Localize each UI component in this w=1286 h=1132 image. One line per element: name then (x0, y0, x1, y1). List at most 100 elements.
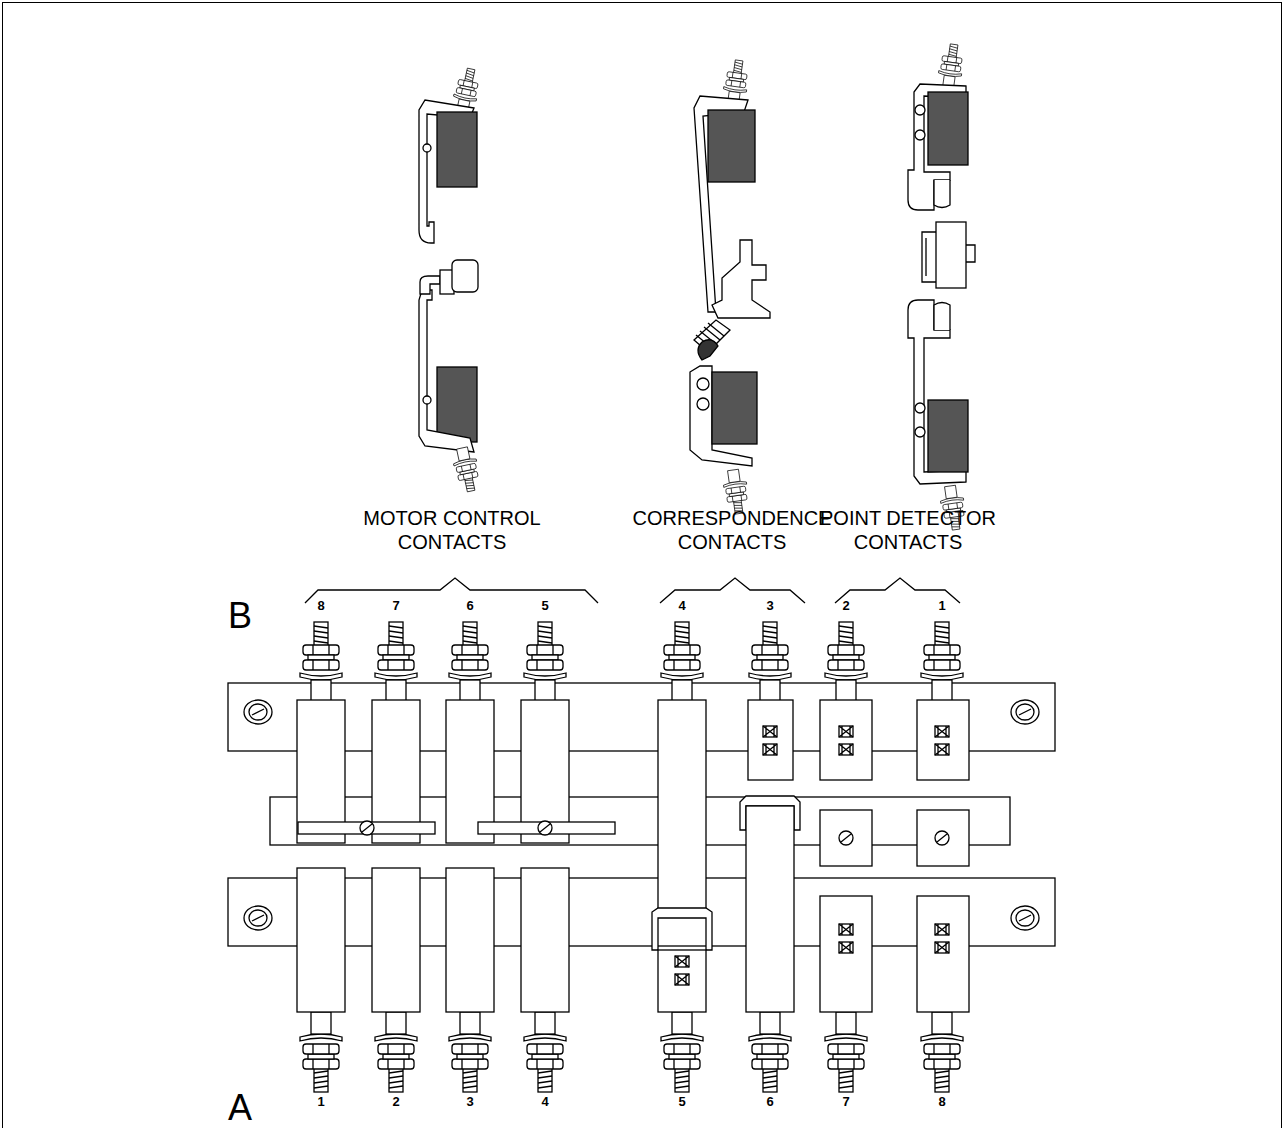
contact-strip (820, 896, 872, 1012)
motor-contact-side-view (420, 276, 440, 294)
point-detector-contact-side-view (934, 180, 950, 208)
terminal-stud (661, 622, 703, 702)
terminal-stud (300, 622, 342, 702)
contact-strip (917, 896, 969, 1012)
terminal-stud (449, 1012, 491, 1092)
motor-contact-side-view (419, 67, 482, 494)
view-letter: B (220, 594, 260, 638)
point-detector-contact-side-view (908, 43, 975, 531)
contact-strip (820, 700, 872, 780)
terminal-number: 7 (831, 1094, 861, 1110)
contact-strip (360, 821, 374, 835)
terminal-number: 5 (530, 598, 560, 614)
correspondence-contact-side-view (712, 240, 770, 318)
terminal-stud (375, 622, 417, 702)
contact-strip (935, 942, 949, 953)
terminal-number: 4 (667, 598, 697, 614)
contact-strip (839, 744, 853, 755)
point-detector-contact-side-view (922, 232, 975, 282)
contact-strip (763, 726, 777, 737)
correspondence-contact-side-view (697, 378, 709, 390)
contact-strip (521, 868, 569, 1012)
group-label: MOTOR CONTROL CONTACTS (332, 506, 572, 555)
mounting-frame (1011, 700, 1039, 724)
contact-strip (297, 868, 345, 1012)
contact-strip (839, 924, 853, 935)
contact-strip (478, 822, 615, 834)
terminal-stud (749, 622, 791, 702)
terminal-number: 4 (530, 1094, 560, 1110)
contact-strip (917, 700, 969, 780)
contact-strip (675, 956, 689, 967)
terminal-number: 8 (306, 598, 336, 614)
contact-strip (748, 700, 793, 780)
terminal-number: 2 (831, 598, 861, 614)
terminal-stud (921, 622, 963, 702)
terminal-number: 8 (927, 1094, 957, 1110)
motor-contact-side-view (423, 144, 431, 152)
contact-strip (935, 831, 949, 845)
contact-strip (297, 700, 969, 1012)
group-label: CORRESPONDENCE CONTACTS (612, 506, 852, 555)
point-detector-contact-side-view (928, 400, 968, 472)
correspondence-contact-side-view (697, 398, 709, 410)
correspondence-contact-side-view (712, 372, 757, 444)
point-detector-contact-side-view (928, 92, 968, 165)
terminal-number: 1 (927, 598, 957, 614)
terminal-number: 5 (667, 1094, 697, 1110)
group-label: POINT DETECTOR CONTACTS (788, 506, 1028, 555)
terminal-stud (749, 1012, 791, 1092)
terminal-stud (300, 622, 963, 1092)
motor-contact-side-view (437, 112, 477, 187)
contact-strip (746, 806, 794, 1012)
terminal-stud (825, 1012, 867, 1092)
point-detector-contact-side-view (915, 130, 925, 140)
correspondence-contact-side-view (690, 59, 770, 515)
point-detector-contact-side-view (934, 303, 950, 331)
contact-strip (935, 744, 949, 755)
contact-strip (820, 810, 872, 866)
contact-strip (658, 950, 706, 1012)
terminal-stud (524, 622, 566, 702)
mounting-frame (244, 700, 272, 724)
contact-strip (538, 821, 552, 835)
terminal-number: 1 (306, 1094, 336, 1110)
terminal-number: 7 (381, 598, 411, 614)
point-detector-contact-side-view (937, 43, 966, 90)
terminal-stud (921, 1012, 963, 1092)
terminal-number: 2 (381, 1094, 411, 1110)
motor-contact-side-view (452, 260, 478, 292)
contact-strip (839, 942, 853, 953)
terminal-stud (524, 1012, 566, 1092)
contact-strip (917, 810, 969, 866)
contact-strip (935, 924, 949, 935)
contact-strip (298, 822, 435, 834)
contact-strip (839, 831, 853, 845)
correspondence-contact-side-view (708, 110, 755, 182)
terminal-number: 3 (755, 598, 785, 614)
group-bracket (305, 578, 598, 603)
contact-strip (652, 908, 712, 950)
contact-strip (658, 700, 706, 916)
terminal-stud (300, 1012, 342, 1092)
terminal-number: 3 (455, 1094, 485, 1110)
view-letter: A (220, 1086, 260, 1130)
terminal-number: 6 (755, 1094, 785, 1110)
motor-contact-side-view (437, 367, 477, 442)
contact-strip (839, 726, 853, 737)
contact-strip (675, 974, 689, 985)
correspondence-contact-side-view (698, 340, 718, 360)
terminal-stud (449, 622, 491, 702)
terminal-stud (375, 1012, 417, 1092)
contact-strip (372, 868, 420, 1012)
mounting-frame (1011, 906, 1039, 930)
motor-contact-side-view (451, 446, 483, 494)
group-bracket (305, 578, 960, 603)
contact-strip (446, 868, 494, 1012)
point-detector-contact-side-view (915, 105, 925, 115)
point-detector-contact-side-view (915, 427, 925, 437)
point-detector-contact-side-view (936, 222, 966, 288)
motor-contact-side-view (419, 290, 474, 452)
